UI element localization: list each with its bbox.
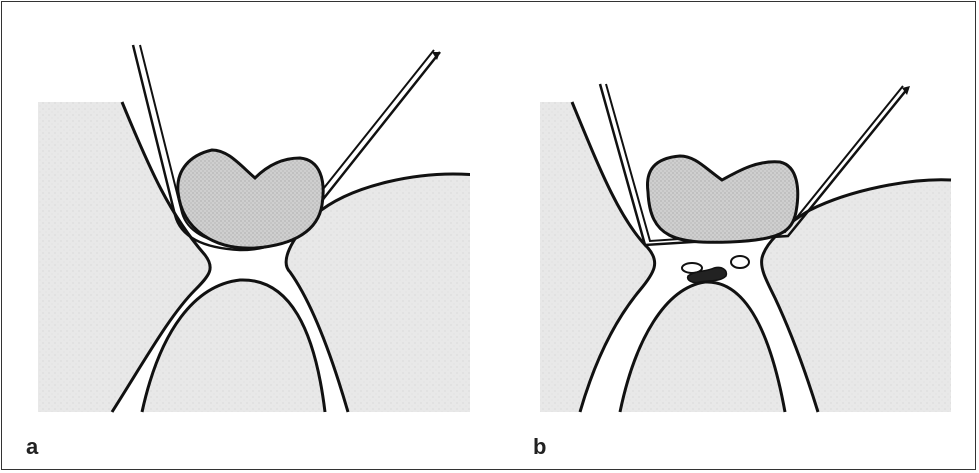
stone	[647, 156, 797, 242]
panel-label-b: b	[533, 434, 546, 460]
panel-a-drawing	[0, 0, 470, 473]
panel-b-drawing	[500, 0, 970, 473]
panel-a: a	[0, 0, 470, 473]
fragment-2	[731, 256, 749, 268]
fragment-3	[688, 267, 727, 282]
tissue-bottom	[620, 282, 785, 412]
stone	[178, 150, 323, 248]
panel-b: b	[500, 0, 970, 473]
panel-label-a: a	[26, 434, 38, 460]
